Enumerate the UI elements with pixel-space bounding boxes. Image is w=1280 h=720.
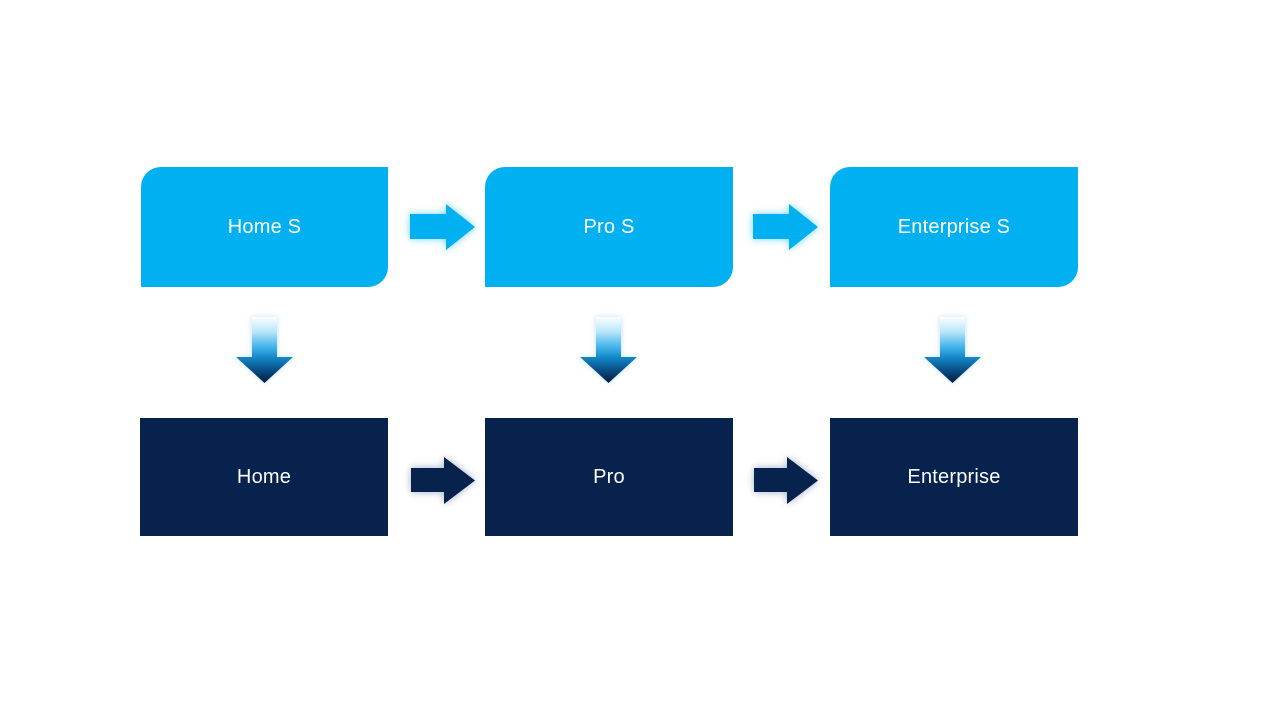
right-arrow-icon — [410, 204, 475, 250]
node-home-s-label: Home S — [227, 215, 302, 238]
node-pro-s-label: Pro S — [583, 215, 635, 238]
node-enterprise-s: Enterprise S — [830, 167, 1078, 287]
down-arrow-icon — [924, 317, 981, 383]
down-arrow-icon — [236, 317, 293, 383]
node-home-label: Home — [236, 465, 292, 488]
node-home-s: Home S — [141, 167, 388, 287]
node-pro-label: Pro — [593, 465, 625, 488]
node-pro: Pro — [485, 418, 733, 536]
node-enterprise: Enterprise — [830, 418, 1078, 536]
right-arrow-icon — [754, 457, 818, 504]
node-enterprise-s-label: Enterprise S — [897, 215, 1011, 238]
right-arrow-icon — [411, 457, 475, 504]
down-arrow-icon — [580, 317, 637, 383]
node-home: Home — [140, 418, 388, 536]
right-arrow-icon — [753, 204, 818, 250]
node-enterprise-label: Enterprise — [907, 465, 1001, 488]
node-pro-s: Pro S — [485, 167, 733, 287]
